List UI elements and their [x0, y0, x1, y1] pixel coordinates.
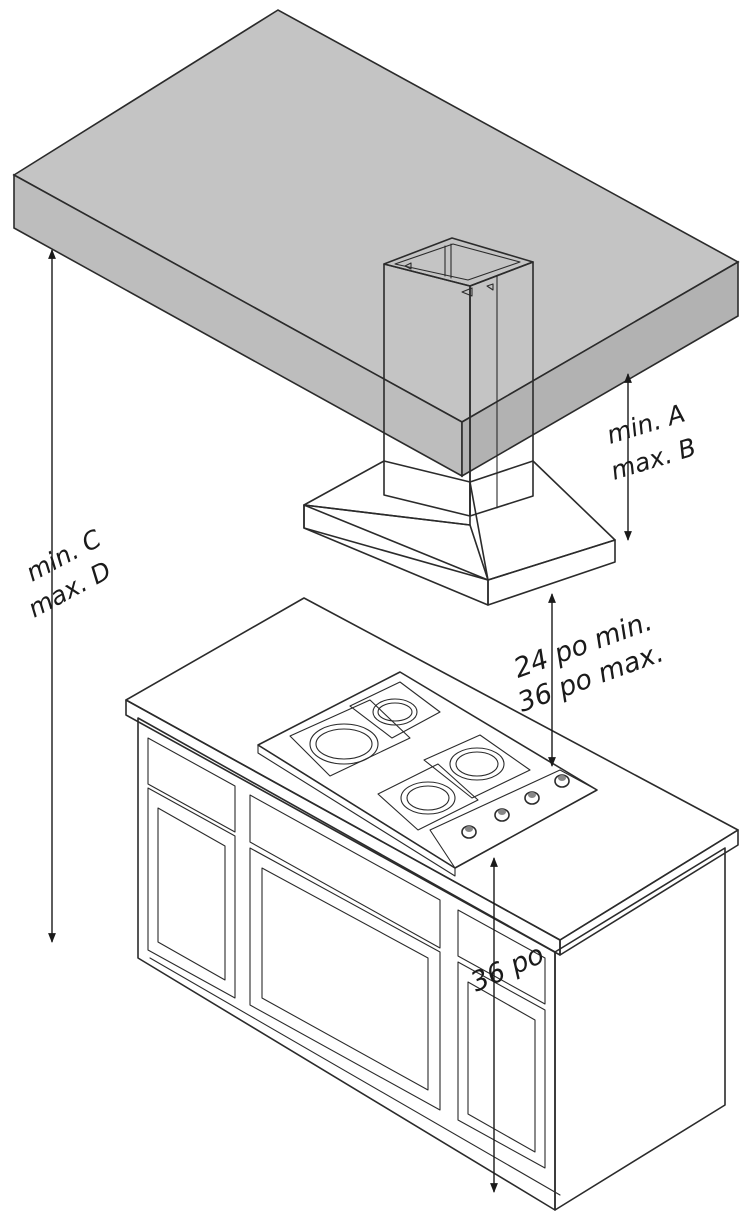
island-cabinet — [125, 597, 739, 1211]
knob — [494, 808, 510, 822]
dimension-lines — [48, 249, 632, 1193]
cooktop — [257, 671, 598, 877]
knob — [524, 791, 540, 805]
knob — [554, 774, 570, 788]
control-knobs — [461, 774, 570, 839]
range-hood-canopy — [303, 460, 616, 606]
ceiling-soffit — [12, 9, 740, 478]
knob — [461, 825, 477, 839]
